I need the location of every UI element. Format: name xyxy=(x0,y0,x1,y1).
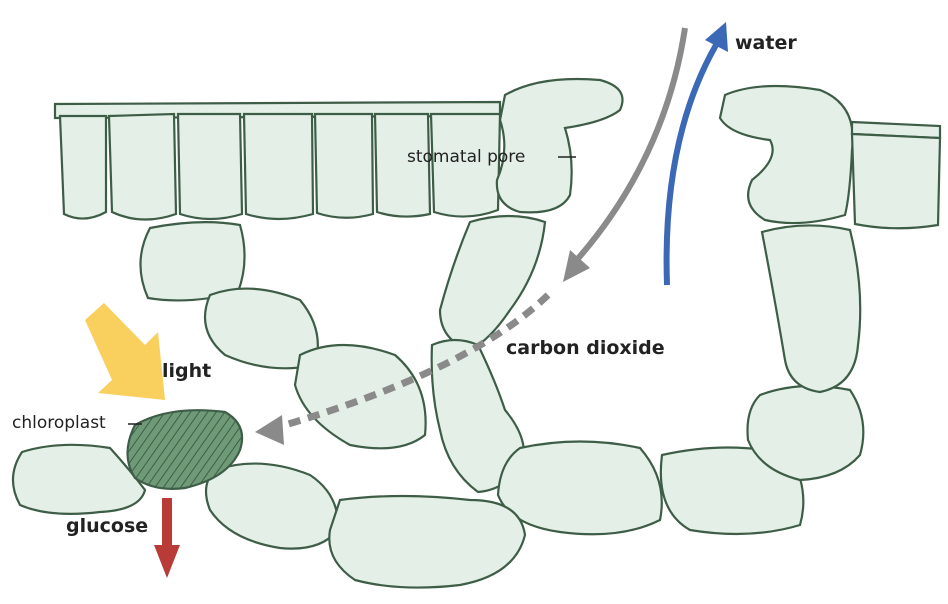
mesophyll-cell xyxy=(496,440,663,536)
water-label: water xyxy=(735,32,797,54)
mesophyll-cell xyxy=(760,224,862,394)
light-label: light xyxy=(162,360,212,382)
chloroplast-label: chloroplast xyxy=(12,413,106,433)
epidermal-cell xyxy=(850,132,942,230)
mesophyll-cell xyxy=(11,443,147,515)
carbon-dioxide-arrow-dashed xyxy=(284,292,551,429)
epidermal-cell xyxy=(176,112,244,221)
epidermal-cell xyxy=(242,112,315,221)
mesophyll-cell xyxy=(659,446,805,536)
carbon-dioxide-label: carbon dioxide xyxy=(506,337,665,359)
water-arrow xyxy=(663,43,719,286)
guard-cell-right xyxy=(718,84,854,225)
mesophyll-cells xyxy=(11,214,865,589)
carbon-dioxide-arrowhead-solid xyxy=(563,250,590,282)
mesophyll-cell xyxy=(438,214,547,352)
mesophyll-cell xyxy=(139,221,246,302)
guard-cell-left xyxy=(495,77,624,214)
chloroplast-body xyxy=(126,409,244,490)
upper-epidermis-left xyxy=(53,100,502,221)
stomatal-pore-label: stomatal pore xyxy=(407,147,526,167)
epidermal-cell xyxy=(58,114,108,220)
epidermal-cell xyxy=(373,112,432,218)
carbon-dioxide-arrow-solid xyxy=(572,27,688,264)
mesophyll-cell xyxy=(328,494,527,589)
carbon-dioxide-arrowhead-dashed xyxy=(255,415,284,445)
light-arrow xyxy=(85,303,165,400)
chloroplast xyxy=(126,409,244,490)
epidermal-cell xyxy=(313,112,375,219)
glucose-arrow xyxy=(154,498,180,578)
mesophyll-cell xyxy=(204,462,340,550)
water-arrowhead xyxy=(705,22,728,52)
epidermal-cell xyxy=(429,112,502,218)
glucose-label: glucose xyxy=(66,515,149,537)
epidermal-cell xyxy=(107,112,178,221)
mesophyll-cell xyxy=(293,343,427,450)
